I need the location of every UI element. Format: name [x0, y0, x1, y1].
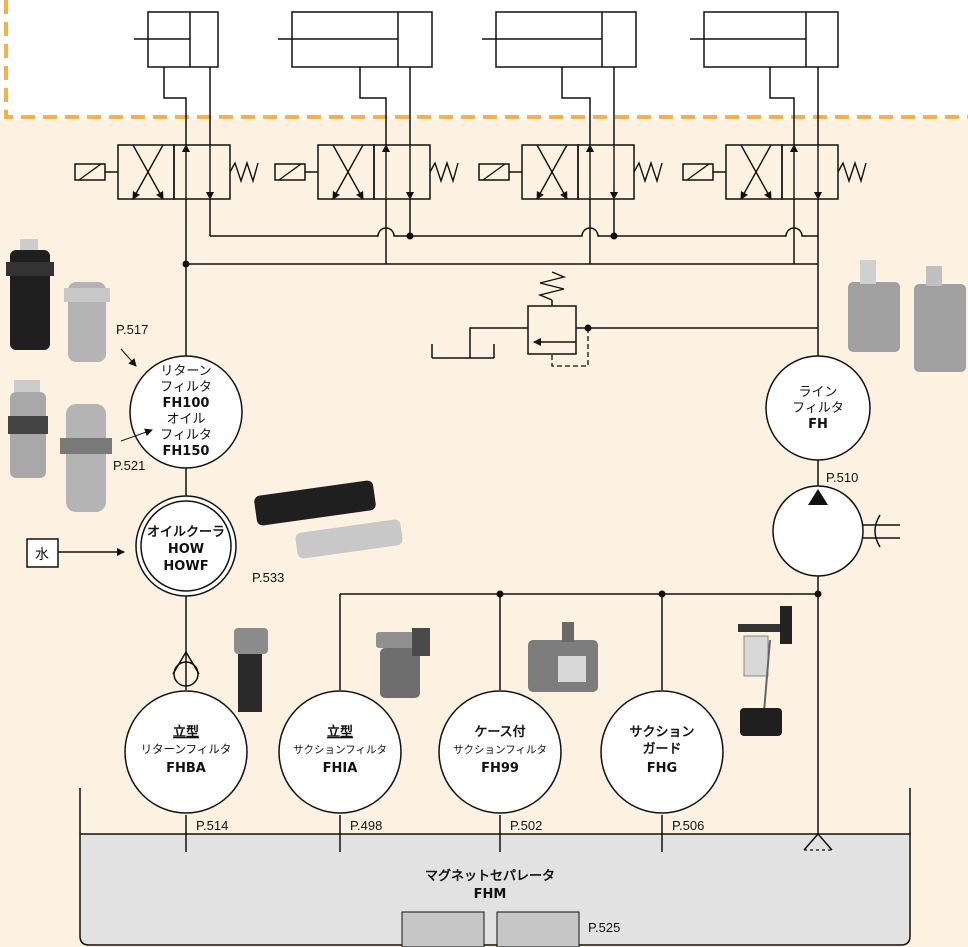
junction-dots: [182, 232, 822, 598]
svg-text:サクションフィルタ: サクションフィルタ: [453, 744, 547, 756]
suction-guard-page-ref: P.506: [672, 818, 704, 833]
vertical-suction-filter-label: 立型 サクションフィルタ FHIA: [293, 724, 387, 776]
svg-text:オイル: オイル: [166, 412, 205, 427]
zone-boundary-dashed: [4, 0, 968, 119]
cylinder-lines: [163, 67, 819, 145]
magnet-element-right: [496, 911, 580, 947]
return-filter-photos: [6, 239, 110, 362]
case-suction-filter-page-ref: P.502: [510, 818, 542, 833]
svg-text:立型: 立型: [327, 724, 353, 740]
relief-valve: [527, 271, 589, 367]
magnet-separator-label: マグネットセパレータ FHM: [425, 868, 555, 902]
line-filter-circle: [765, 355, 871, 461]
svg-text:ライン: ライン: [798, 385, 837, 400]
svg-text:フィルタ: フィルタ: [160, 428, 212, 443]
svg-text:リターン: リターン: [160, 364, 211, 379]
svg-text:マグネットセパレータ: マグネットセパレータ: [425, 868, 555, 884]
vertical-suction-filter-circle: [278, 690, 402, 814]
oil-cooler-label: オイルクーラ HOW HOWF: [147, 525, 225, 574]
line-filter-page-ref: P.510: [826, 470, 858, 485]
svg-text:ガード: ガード: [642, 742, 681, 757]
oil-cooler-page-ref: P.533: [252, 570, 284, 585]
return-filter-pointer: [120, 348, 137, 367]
vertical-suction-filter-page-ref: P.498: [350, 818, 382, 833]
svg-text:FH: FH: [808, 417, 828, 432]
line-filter-photos: [848, 260, 966, 372]
suction-guard-label: サクション ガード FHG: [629, 725, 694, 776]
hydraulic-cylinder-2: [278, 11, 433, 68]
line-filter-label: ライン フィルタ FH: [792, 385, 844, 432]
oil-filter-pointer: [120, 428, 153, 442]
hydraulic-cylinder-4: [690, 11, 839, 68]
svg-text:サクションフィルタ: サクションフィルタ: [293, 744, 387, 756]
oil-filter-page-ref: P.521: [113, 458, 145, 473]
vertical-return-filter-label: 立型 リターンフィルタ FHBA: [141, 724, 232, 776]
vertical-return-filter-photo: [234, 628, 268, 712]
svg-text:FHBA: FHBA: [166, 761, 206, 776]
svg-text:FH99: FH99: [481, 761, 519, 776]
hydraulic-cylinder-1: [134, 11, 219, 68]
hydraulic-pump: [772, 485, 864, 577]
piping: [58, 199, 900, 852]
oil-cooler-inner-circle: [140, 500, 232, 592]
svg-text:HOWF: HOWF: [163, 559, 208, 574]
water-label: 水: [35, 547, 49, 563]
suction-guard-circle: [600, 690, 724, 814]
svg-text:FHM: FHM: [474, 887, 507, 902]
svg-text:FHG: FHG: [647, 761, 677, 776]
svg-text:FH100: FH100: [163, 396, 210, 411]
svg-text:サクション: サクション: [629, 725, 694, 740]
case-suction-filter-circle: [438, 690, 562, 814]
svg-text:FHIA: FHIA: [323, 761, 358, 776]
svg-text:ケース付: ケース付: [474, 724, 525, 740]
suction-guard-photo: [738, 606, 792, 736]
check-valve: [172, 650, 200, 687]
svg-text:フィルタ: フィルタ: [160, 380, 212, 395]
case-suction-filter-label: ケース付 サクションフィルタ FH99: [453, 724, 547, 776]
oil-cooler-outer-circle: [135, 495, 237, 597]
return-filter-page-ref: P.517: [116, 322, 148, 337]
return-oil-filter-circle: [129, 355, 243, 469]
hydraulic-cylinder-3: [482, 11, 637, 68]
svg-text:HOW: HOW: [168, 542, 204, 557]
magnet-separator-page-ref: P.525: [588, 920, 620, 935]
svg-text:フィルタ: フィルタ: [792, 401, 844, 416]
svg-text:オイルクーラ: オイルクーラ: [147, 525, 225, 540]
tank-strainer-symbol: [803, 832, 833, 851]
vertical-return-filter-page-ref: P.514: [196, 818, 228, 833]
svg-text:立型: 立型: [173, 724, 199, 740]
vertical-return-filter-circle: [124, 690, 248, 814]
oil-cooler-photos: [254, 480, 403, 559]
oil-tank: [79, 833, 911, 946]
vertical-suction-filter-photo: [376, 628, 430, 698]
case-suction-filter-photo: [528, 622, 598, 692]
svg-text:リターンフィルタ: リターンフィルタ: [141, 742, 232, 756]
oil-filter-photos: [8, 380, 112, 512]
return-oil-filter-label: リターン フィルタ FH100 オイル フィルタ FH150: [160, 364, 212, 459]
water-inlet-box: [26, 538, 59, 568]
svg-text:FH150: FH150: [163, 444, 210, 459]
magnet-element-left: [401, 911, 485, 947]
